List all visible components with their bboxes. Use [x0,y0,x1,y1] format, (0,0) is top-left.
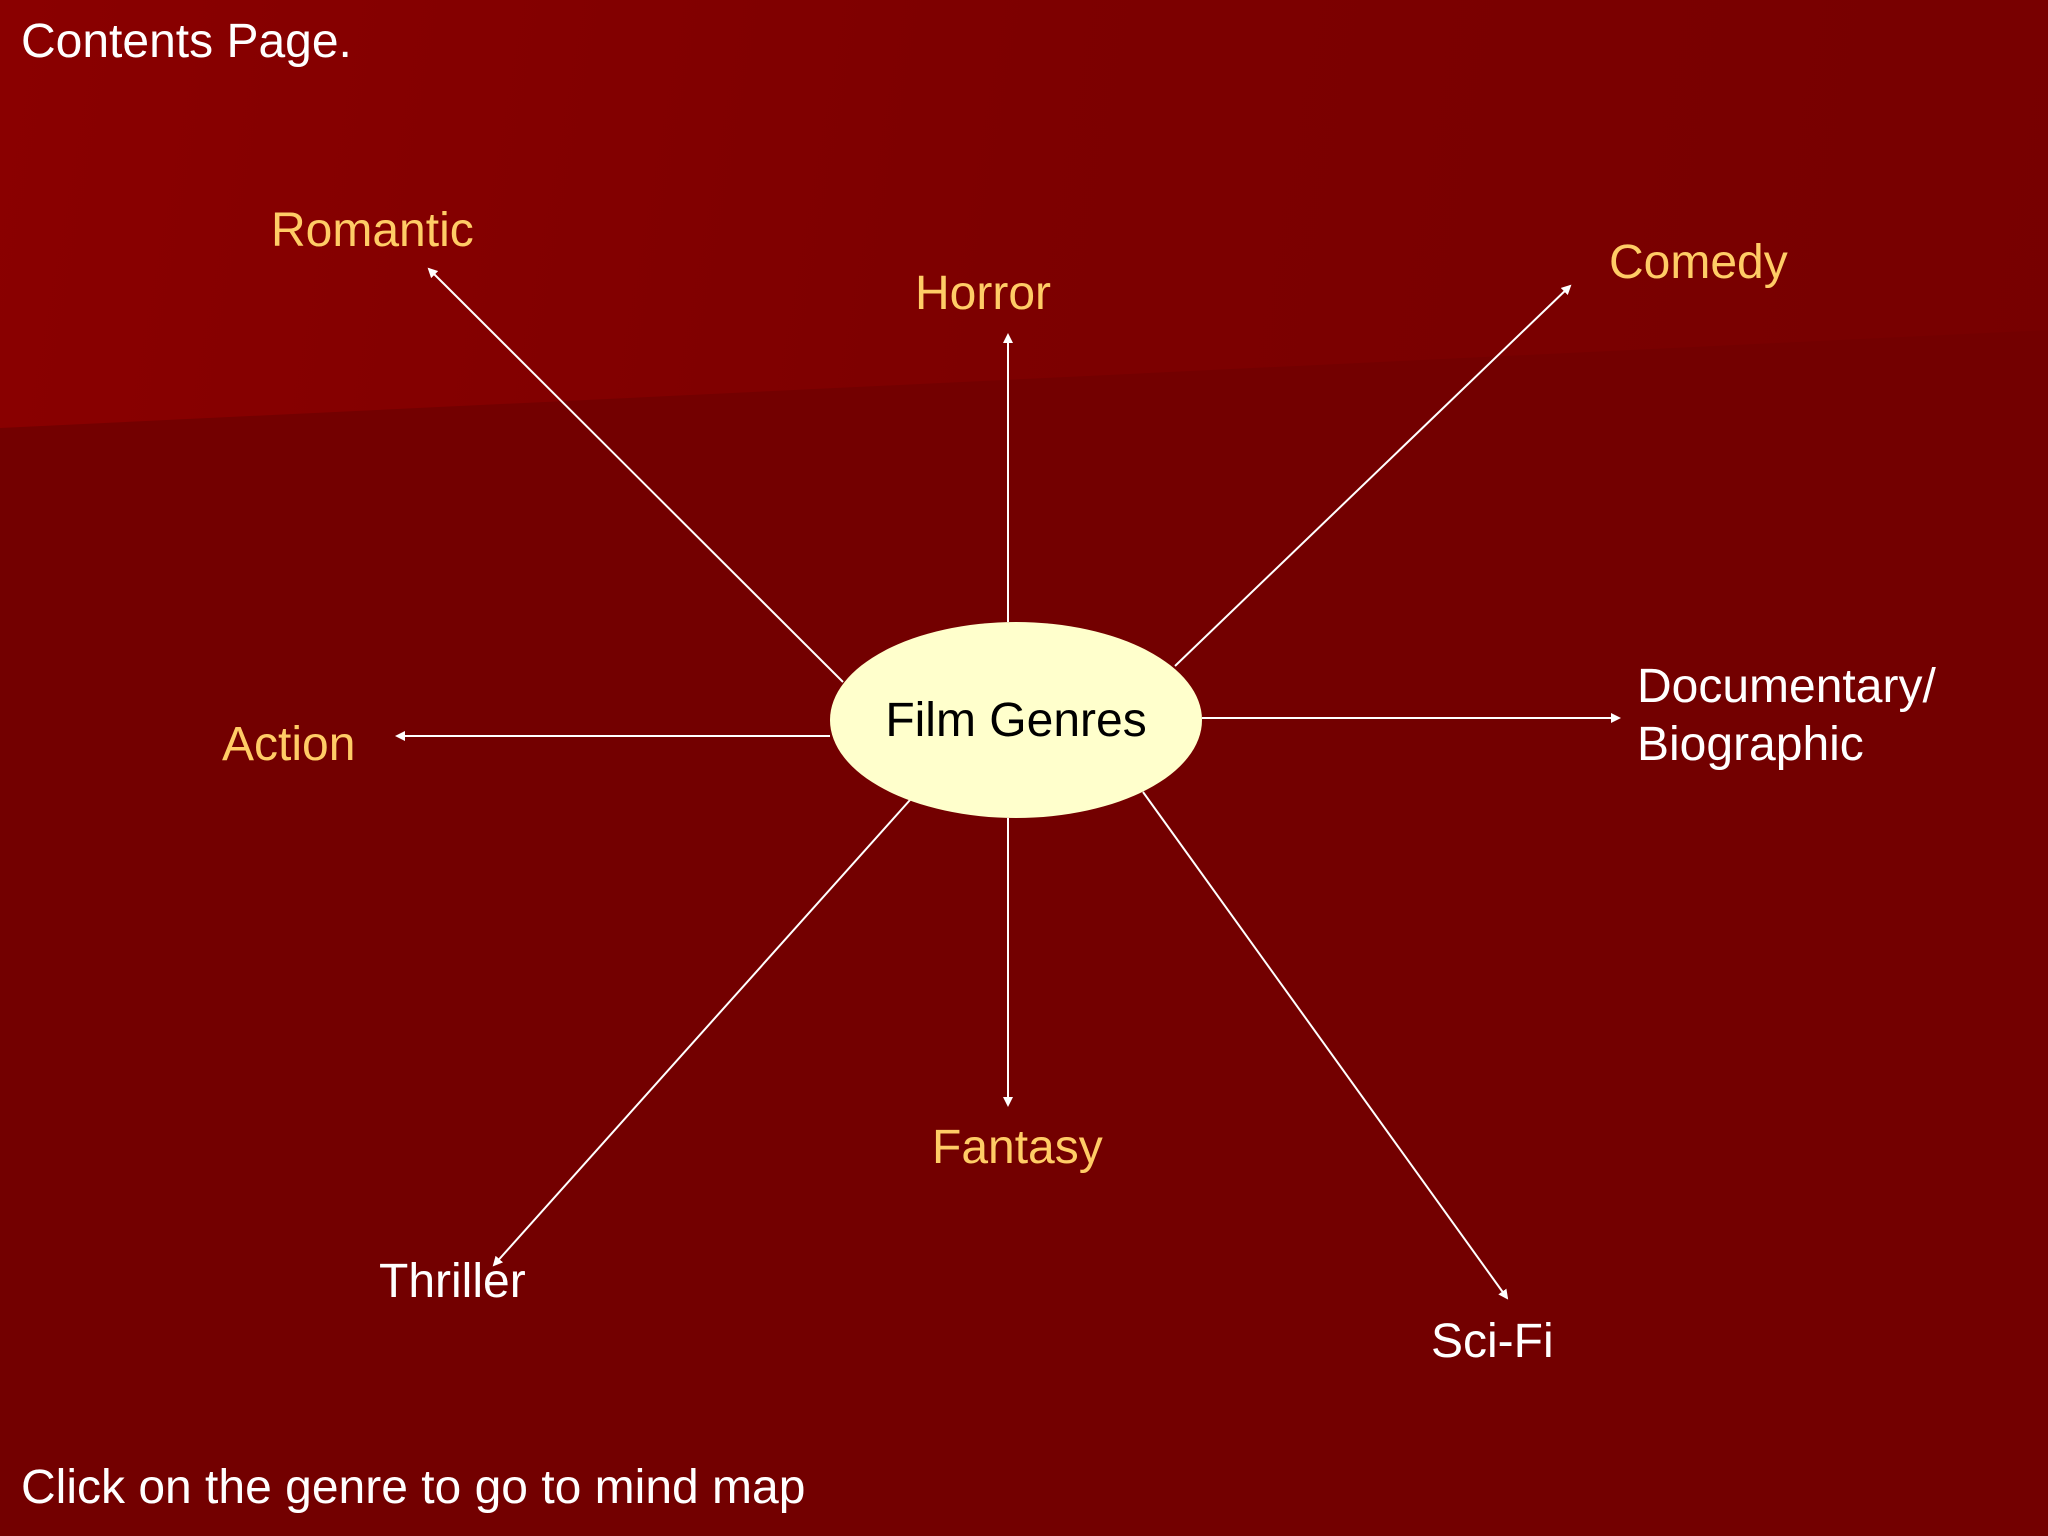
genre-link-action[interactable]: Action [222,718,356,771]
center-node-film-genres: Film Genres [830,622,1202,818]
connector-scifi [1142,791,1509,1300]
genre-link-comedy[interactable]: Comedy [1609,236,1788,289]
genre-scifi[interactable]: Sci-Fi [1431,1315,1554,1368]
instruction-text: Click on the genre to go to mind map [21,1461,806,1514]
genre-documentary-line1: Documentary/ [1637,660,1936,713]
genre-documentary-biographic[interactable]: Documentary/ Biographic [1637,658,1936,773]
connector-thriller [492,799,911,1267]
connector-comedy [1174,284,1572,667]
genre-link-horror[interactable]: Horror [915,267,1052,320]
genre-thriller[interactable]: Thriller [379,1255,526,1308]
genre-documentary-line2: Biographic [1637,717,1864,771]
center-node-label: Film Genres [885,693,1147,747]
genre-link-romantic[interactable]: Romantic [271,204,474,257]
genre-link-fantasy[interactable]: Fantasy [932,1121,1103,1174]
connector-romantic [427,267,844,683]
slide-title: Contents Page. [21,15,352,68]
